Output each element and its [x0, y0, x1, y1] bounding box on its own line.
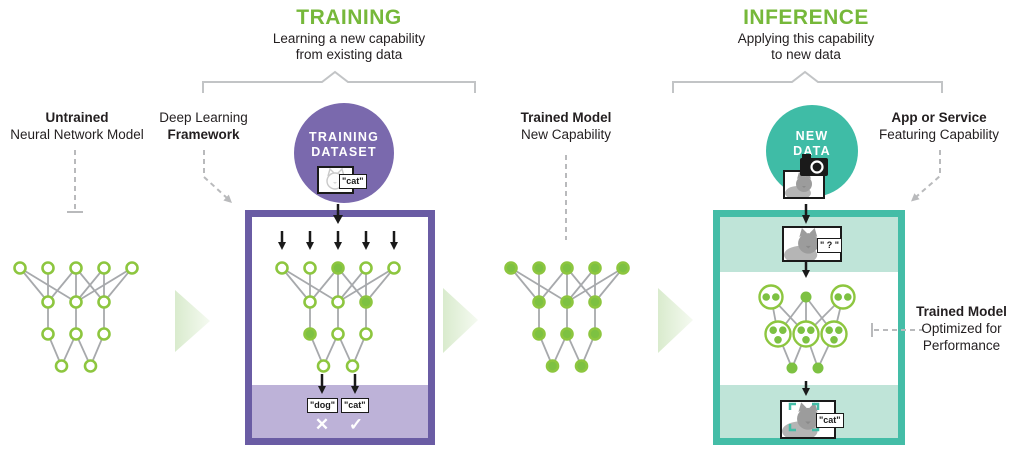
tag-question: " ? " [817, 238, 843, 253]
training-box [245, 210, 435, 445]
label-optimized-line3: Performance [922, 338, 1001, 353]
training-title: TRAINING [296, 6, 402, 29]
training-bracket [202, 70, 476, 93]
label-framework-line1: Deep Learning [159, 110, 248, 125]
app-connector [915, 150, 941, 198]
new-data-circle: NEW DATA [766, 105, 858, 197]
label-framework: Deep Learning Framework [141, 109, 266, 143]
label-optimized-model: Trained Model Optimized for Performance [911, 303, 1012, 354]
training-subtitle: Learning a new capability from existing … [239, 31, 459, 63]
training-header: TRAINING Learning a new capability from … [239, 6, 459, 63]
framework-connector-arrowhead [223, 194, 232, 203]
label-app-service: App or Service Featuring Capability [866, 109, 1012, 143]
correct-mark: ✓ [348, 415, 364, 434]
training-subtitle-line1: Learning a new capability [272, 31, 426, 46]
training-dataset-circle-text: TRAINING DATASET [294, 130, 394, 160]
inference-bracket [672, 70, 943, 93]
cat-gray-icon [784, 228, 819, 260]
inference-header: INFERENCE Applying this capability to ne… [696, 6, 916, 63]
label-untrained-bold: Untrained [45, 110, 109, 125]
inference-input-photo [782, 226, 842, 262]
label-trained-bold: Trained Model [520, 110, 612, 125]
label-app-bold: App or Service [891, 110, 987, 125]
cat-gray-icon [785, 172, 812, 197]
label-untrained-model: Untrained Neural Network Model [3, 109, 151, 143]
new-data-line1: NEW [795, 129, 829, 143]
tag-cat-output: "cat" [341, 398, 369, 413]
trained-network [504, 261, 630, 373]
chevron-3 [658, 288, 693, 353]
label-app-rest: Featuring Capability [878, 127, 1000, 142]
inference-subtitle-line2: to new data [771, 47, 841, 62]
label-optimized-bold: Trained Model [916, 304, 1007, 319]
training-dataset-line2: DATASET [311, 145, 377, 159]
label-trained-rest: New Capability [520, 127, 612, 142]
wrong-mark: ✕ [314, 415, 330, 434]
app-connector-arrowhead [911, 193, 920, 202]
chevron-1 [175, 290, 210, 352]
inference-subtitle: Applying this capability to new data [696, 31, 916, 63]
training-output-band [252, 385, 428, 438]
chevron-2 [443, 288, 478, 353]
label-trained-model: Trained Model New Capability [496, 109, 636, 143]
training-dataset-line1: TRAINING [308, 130, 379, 144]
label-optimized-line2: Optimized for [921, 321, 1002, 336]
tag-cat-result: "cat" [816, 413, 844, 428]
training-subtitle-line2: from existing data [295, 47, 403, 62]
framework-connector [203, 150, 228, 199]
untrained-network [13, 261, 139, 373]
inference-title: INFERENCE [743, 6, 869, 29]
camera-icon [800, 154, 828, 176]
label-untrained-rest: Neural Network Model [10, 127, 144, 142]
tag-dog-output: "dog" [307, 398, 339, 413]
tag-cat-dataset: "cat" [339, 174, 367, 189]
label-framework-bold: Framework [167, 127, 240, 142]
inference-subtitle-line1: Applying this capability [737, 31, 875, 46]
